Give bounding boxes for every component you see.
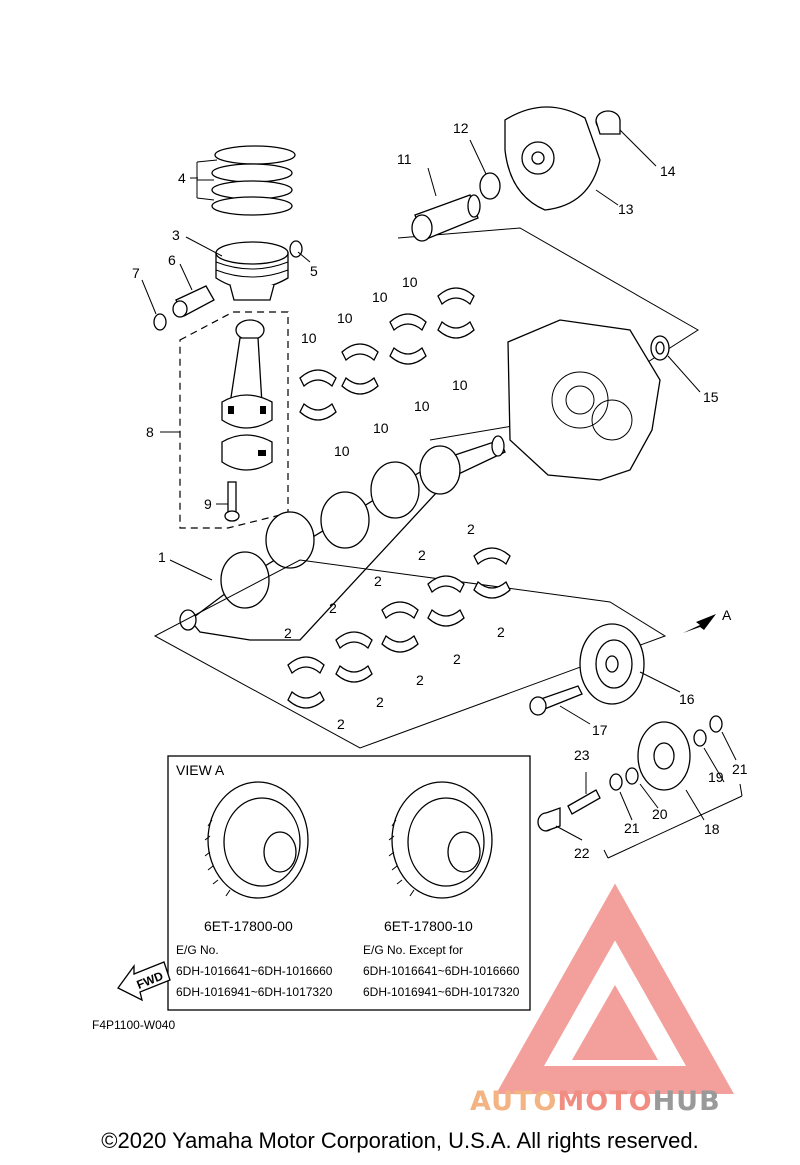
callout-10a: 10: [402, 274, 418, 290]
fwd-arrow-icon: FWD: [117, 961, 171, 1002]
circlip-21a: [709, 715, 723, 733]
piston-rings: [196, 145, 296, 216]
callout-10b: 10: [372, 289, 388, 305]
left-eg-range-2: 6DH-1016941~6DH-1017320: [176, 985, 333, 999]
callout-20: 20: [652, 806, 668, 822]
washer-20: [625, 767, 639, 785]
callout-2a: 2: [467, 521, 475, 537]
callout-2c: 2: [374, 573, 382, 589]
connecting-rod: [221, 319, 273, 471]
callout-14: 14: [660, 163, 676, 179]
callout-12: 12: [453, 120, 469, 136]
crankcase-cover: [507, 319, 661, 481]
gear-variant-right: [388, 781, 493, 899]
callout-9: 9: [204, 496, 212, 512]
callout-2i: 2: [376, 694, 384, 710]
callout-10f: 10: [414, 398, 430, 414]
callout-4: 4: [178, 170, 186, 186]
callout-2j: 2: [337, 716, 345, 732]
watermark-logo-icon: [496, 883, 734, 1094]
callout-21a: 21: [732, 761, 748, 777]
view-a-title: VIEW A: [176, 762, 225, 778]
crankshaft-outline: [153, 559, 667, 749]
circlip-21b: [609, 773, 623, 791]
right-part-number: 6ET-17800-10: [384, 918, 473, 934]
shaft-11: [411, 194, 481, 242]
left-eg-range-1: 6DH-1016641~6DH-1016660: [176, 964, 333, 978]
callout-10e: 10: [452, 377, 468, 393]
callout-2g: 2: [453, 651, 461, 667]
callout-2d: 2: [329, 600, 337, 616]
circlip-7: [153, 313, 167, 331]
crankshaft: [179, 435, 506, 641]
piston: [215, 241, 289, 301]
callout-23: 23: [574, 747, 590, 763]
view-a-arrow-icon: [683, 614, 716, 633]
shaft-23: [567, 789, 601, 815]
callout-10h: 10: [334, 443, 350, 459]
callout-10d: 10: [301, 330, 317, 346]
leader-lines: [141, 129, 737, 841]
watermark-moto: MOTO: [557, 1086, 653, 1117]
gear-group-bracket: [603, 783, 743, 859]
gear-variant-left: [204, 781, 309, 899]
gear-16: [579, 623, 645, 705]
left-eg-heading: E/G No.: [176, 943, 219, 957]
copyright-footer: ©2020 Yamaha Motor Corporation, U.S.A. A…: [101, 1128, 699, 1153]
watermark-hub: HUB: [652, 1086, 721, 1117]
bolt-17: [529, 685, 583, 716]
watermark-text: AUTOMOTOHUB: [470, 1086, 800, 1117]
callout-6: 6: [168, 252, 176, 268]
circlip-5: [289, 240, 303, 258]
coupling-13: [504, 106, 601, 211]
oil-seal-15: [650, 335, 670, 361]
callout-2h: 2: [416, 672, 424, 688]
callout-3: 3: [172, 227, 180, 243]
callout-a: A: [722, 607, 732, 623]
callout-18: 18: [704, 821, 720, 837]
main-bearings-2: [287, 547, 511, 709]
callout-1: 1: [158, 549, 166, 565]
callout-2e: 2: [284, 625, 292, 641]
callout-11: 11: [397, 151, 412, 167]
callout-7: 7: [132, 265, 140, 281]
right-eg-range-1: 6DH-1016641~6DH-1016660: [363, 964, 520, 978]
diagram-code: F4P1100-W040: [92, 1018, 175, 1032]
washer-19: [693, 729, 707, 747]
gear-18: [637, 721, 691, 791]
cap-14: [595, 110, 621, 135]
callout-19: 19: [708, 769, 724, 785]
piston-pin: [172, 285, 215, 318]
right-eg-heading: E/G No. Except for: [363, 943, 463, 957]
callout-2f: 2: [497, 624, 505, 640]
callout-10g: 10: [373, 420, 389, 436]
callout-2b: 2: [418, 547, 426, 563]
callout-8: 8: [146, 424, 154, 440]
callout-5: 5: [310, 263, 318, 279]
crank-bearings-10: [299, 287, 475, 421]
callout-21b: 21: [624, 820, 640, 836]
callout-22: 22: [574, 845, 590, 861]
callout-13: 13: [618, 201, 634, 217]
callout-16: 16: [679, 691, 695, 707]
collar-22: [537, 807, 561, 832]
watermark-auto: AUTO: [470, 1086, 558, 1117]
conrod-bolt: [224, 481, 240, 522]
callout-15: 15: [703, 389, 719, 405]
right-eg-range-2: 6DH-1016941~6DH-1017320: [363, 985, 520, 999]
callout-17: 17: [592, 722, 608, 738]
callout-10c: 10: [337, 310, 353, 326]
left-part-number: 6ET-17800-00: [204, 918, 293, 934]
washer-12: [479, 172, 501, 200]
